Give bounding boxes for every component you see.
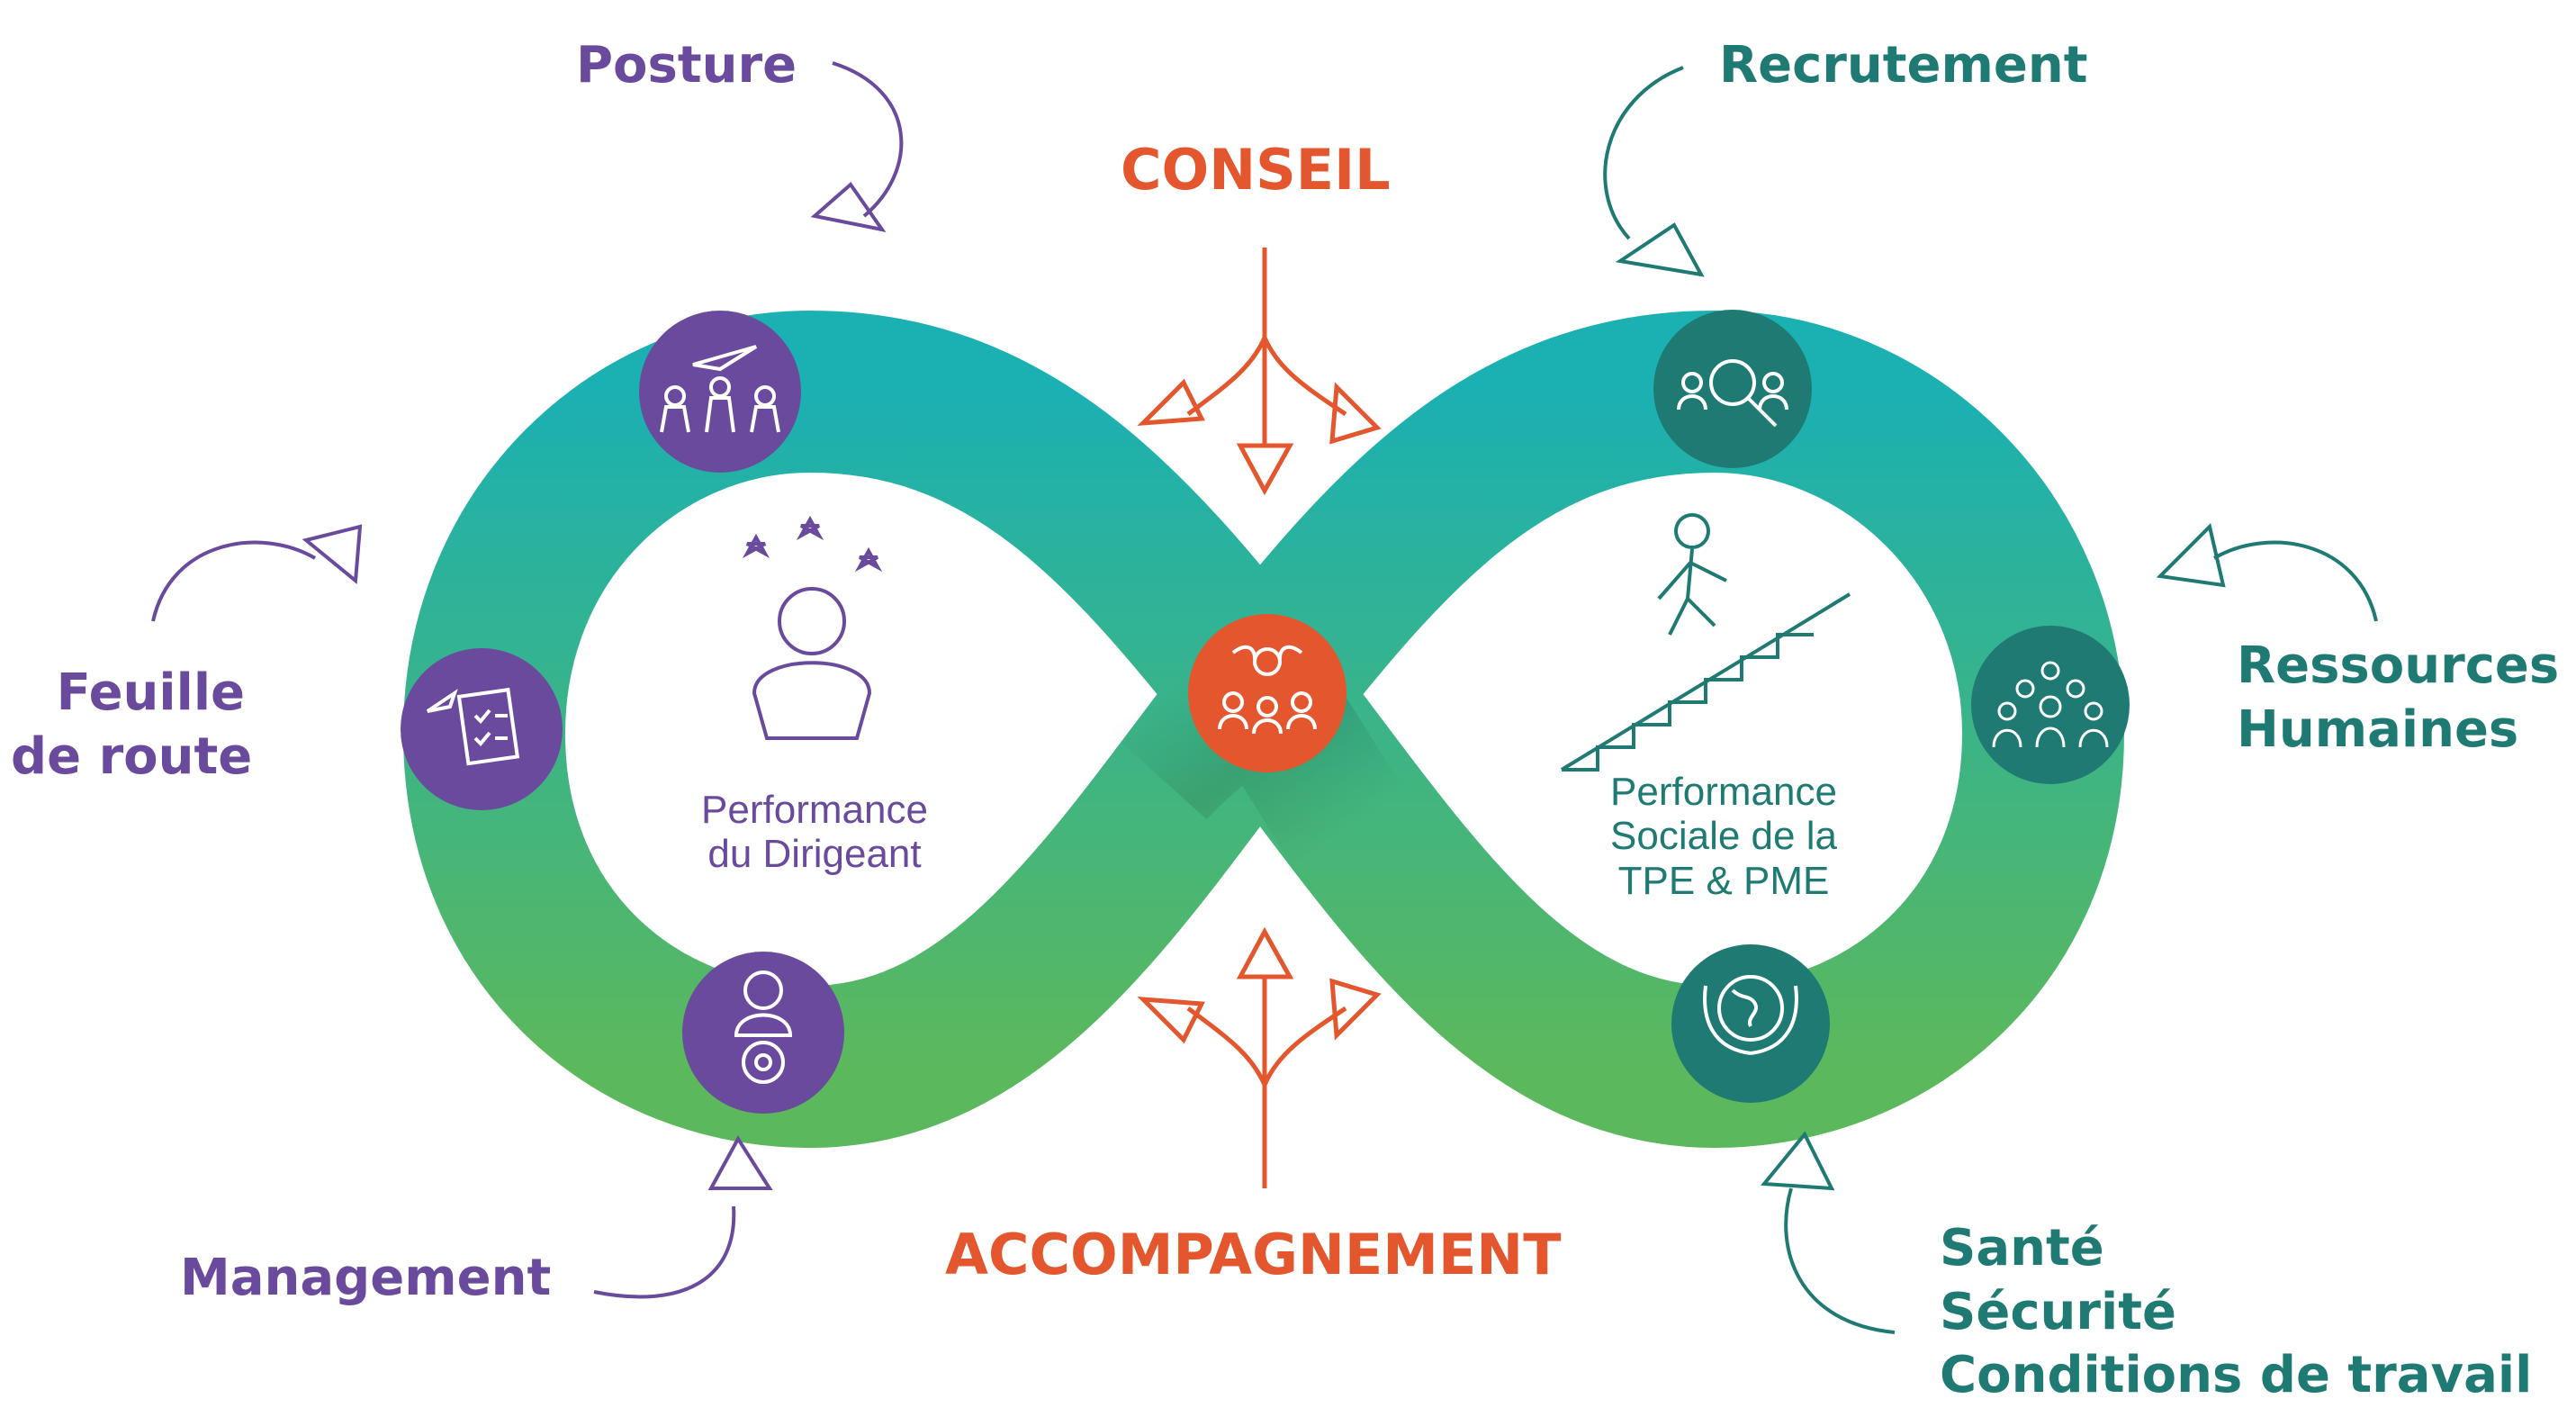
feuille-line2: de route [11, 727, 253, 786]
sante-line2: Sécurité [1940, 1282, 2176, 1341]
recrutement-circle [1653, 310, 1812, 468]
conseil-arrows [1137, 248, 1382, 496]
posture-arrow [810, 61, 904, 232]
ressources-humaines-circle [1971, 626, 2130, 784]
sociale-title-line3: TPE & PME [1617, 858, 1830, 903]
recrutement-arrow [1603, 66, 1705, 277]
management-label: Management [180, 1249, 552, 1307]
sociale-title-line1: Performance [1610, 770, 1837, 814]
recrutement-label: Recrutement [1719, 36, 2088, 95]
management-circle [682, 952, 844, 1114]
sociale-title-line2: Sociale de la [1610, 814, 1837, 859]
posture-circle [639, 311, 801, 473]
accompagnement-label: ACCOMPAGNEMENT [945, 1222, 1562, 1287]
dirigeant-title-line2: du Dirigeant [707, 832, 922, 877]
feuille-de-route-circle [401, 648, 563, 810]
rh-label: Ressources Humaines [2237, 635, 2559, 762]
feuille-line1: Feuille [56, 663, 245, 722]
sante-arrow [1760, 1131, 1896, 1334]
feuille-label: Feuille de route [11, 662, 253, 789]
rh-line2: Humaines [2237, 699, 2519, 759]
sante-line1: Santé [1940, 1219, 2104, 1277]
posture-label: Posture [576, 36, 797, 95]
performance-dirigeant-title: Performance du Dirigeant [666, 788, 963, 877]
accompagnement-arrows [1137, 926, 1382, 1188]
sante-circle [1671, 944, 1830, 1103]
sante-line3: Conditions de travail [1940, 1346, 2533, 1405]
sante-label: Santé Sécurité Conditions de travail [1940, 1217, 2532, 1408]
performance-sociale-title: Performance Sociale de la TPE & PME [1562, 770, 1886, 903]
dirigeant-icon [742, 515, 883, 740]
conseil-label: CONSEIL [1121, 137, 1391, 203]
conseil-center-circle [1188, 614, 1347, 772]
staircase-icon [1560, 513, 1851, 772]
management-arrow [593, 1135, 773, 1299]
rh-arrow [2156, 523, 2378, 622]
dirigeant-title-line1: Performance [701, 788, 928, 832]
rh-line1: Ressources [2237, 636, 2560, 695]
feuille-arrow [151, 524, 363, 622]
